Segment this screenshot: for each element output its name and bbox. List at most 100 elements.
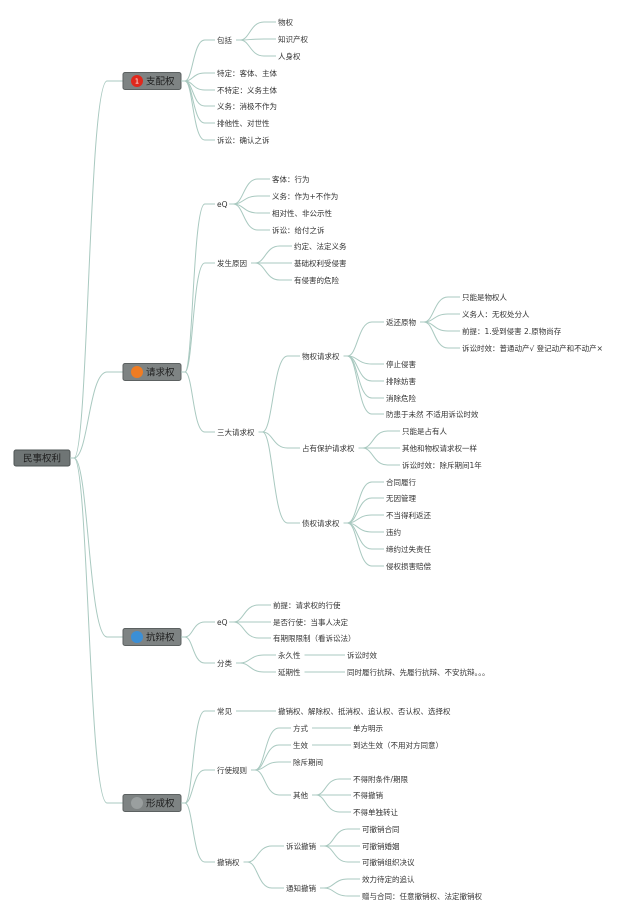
node-2-1-1[interactable]: 延期性 [278,667,301,677]
connector-branch-0 [70,80,123,459]
branch-node-3[interactable]: 形成权 [122,794,182,812]
node-3-2-0-2[interactable]: 可撤销组织决议 [362,857,415,867]
node-3-1-3-0[interactable]: 不得附条件/期限 [353,774,409,784]
node-3-1-1-0[interactable]: 到达生效（不用对方同意） [353,740,443,750]
node-3-1-3[interactable]: 其他 [293,790,308,800]
node-0-3[interactable]: 义务：消极不作为 [217,101,277,111]
node-0-2[interactable]: 不特定：义务主体 [217,85,277,95]
root-node-label: 民事权利 [23,453,61,465]
node-2-1-0-0[interactable]: 诉讼时效 [347,650,377,660]
node-2-1[interactable]: 分类 [217,658,232,668]
node-3-1-0[interactable]: 方式 [293,723,308,733]
node-1-2-0-0-1[interactable]: 义务人：无权处分人 [462,309,530,319]
node-3-1[interactable]: 行使规则 [217,765,247,775]
node-1-2-1-2[interactable]: 诉讼时效：除斥期间1年 [402,460,482,470]
node-1-0[interactable]: eQ [217,200,228,209]
node-1-2-0-0-2[interactable]: 前提：1.受到侵害 2.原物尚存 [462,326,562,336]
node-1-2-0-0[interactable]: 返还原物 [386,317,416,327]
node-1-2-0-1[interactable]: 停止侵害 [386,359,416,369]
node-0-1[interactable]: 特定：客体、主体 [217,68,277,78]
node-1-2-0-0-3[interactable]: 诉讼时效：普通动产√ 登记动产和不动产× [462,343,603,353]
connector-1-2-2-4 [343,522,384,550]
node-3-2-0-0[interactable]: 可撤销合同 [362,824,400,834]
connector-3-2-1-1 [320,887,360,897]
node-3-1-3-1[interactable]: 不得撤销 [353,790,383,800]
node-3-1-1[interactable]: 生效 [293,740,308,750]
node-1-2-2-5[interactable]: 侵权损害赔偿 [386,561,431,571]
connector-1-2-2 [258,431,300,524]
node-1-2-0-2[interactable]: 排除妨害 [386,376,416,386]
node-2-1-0[interactable]: 永久性 [278,650,301,660]
branch-node-1[interactable]: 请求权 [122,363,182,381]
node-1-1-1[interactable]: 基础权利受侵害 [294,258,347,268]
connector-1-2-2-1 [343,497,384,524]
node-1-2-2-4[interactable]: 缔约过失责任 [386,544,431,554]
node-1-2-0[interactable]: 物权请求权 [302,351,340,361]
branch-node-2[interactable]: 抗辩权 [122,628,182,646]
node-2-1-1-0[interactable]: 同时履行抗辩、先履行抗辩、不安抗辩。。。 [347,667,490,677]
connector-1-1-2 [251,262,292,281]
branch-badge-icon [131,631,143,643]
node-0-0-1[interactable]: 知识产权 [278,34,308,44]
connector-0-3 [181,80,215,107]
node-1-0-1[interactable]: 义务：作为+不作为 [272,191,338,201]
connector-3-1-3 [251,769,291,796]
connector-1-0-0 [229,178,270,205]
node-1-2-0-3[interactable]: 消除危险 [386,393,416,403]
node-3-2-1-0[interactable]: 效力待定的追认 [362,874,415,884]
connector-0-0-2 [236,39,276,57]
node-3-1-0-0[interactable]: 单方明示 [353,723,383,733]
connector-1-2-1 [258,431,300,449]
node-1-2[interactable]: 三大请求权 [217,427,255,437]
node-2-0-2[interactable]: 有期限限制（看诉讼法） [273,633,356,643]
node-1-1[interactable]: 发生原因 [217,258,247,268]
node-1-2-1[interactable]: 占有保护请求权 [302,443,355,453]
branch-node-label: 抗辩权 [146,631,175,643]
node-3-2-1[interactable]: 通知撤销 [286,883,316,893]
node-3-1-2[interactable]: 除斥期间 [293,757,323,767]
connector-3-1-3-2 [312,794,351,813]
connector-0-5 [181,80,215,141]
node-1-2-2-0[interactable]: 合同履行 [386,477,416,487]
node-0-0-0[interactable]: 物权 [278,17,293,27]
node-1-1-2[interactable]: 有侵害的危险 [294,275,339,285]
node-2-0[interactable]: eQ [217,618,228,627]
node-1-0-3[interactable]: 诉讼：给付之诉 [272,225,325,235]
node-3-1-3-2[interactable]: 不得单独转让 [353,807,398,817]
connector-2-0-2 [229,621,271,639]
node-1-0-0[interactable]: 客体：行为 [272,174,310,184]
node-1-2-2[interactable]: 债权请求权 [302,518,340,528]
node-2-0-0[interactable]: 前提：请求权的行使 [273,600,341,610]
connector-1-1-0 [251,245,292,264]
node-3-2-0-1[interactable]: 可撤销婚姻 [362,841,400,851]
node-3-2-0[interactable]: 诉讼撤销 [286,841,316,851]
root-node[interactable]: 民事权利 [13,449,71,467]
node-0-4[interactable]: 排他性、对世性 [217,118,270,128]
connector-1-2-2-3 [343,522,384,533]
node-2-0-1[interactable]: 是否行使：当事人决定 [273,617,348,627]
node-0-5[interactable]: 诉讼：确认之诉 [217,135,270,145]
node-1-2-1-1[interactable]: 其他和物权请求权一样 [402,443,477,453]
node-1-2-2-1[interactable]: 无因管理 [386,493,416,503]
node-0-0-2[interactable]: 人身权 [278,51,301,61]
node-1-0-2[interactable]: 相对性、非公示性 [272,208,332,218]
connector-1-2-1-2 [358,447,400,466]
node-1-1-0[interactable]: 约定、法定义务 [294,241,347,251]
node-3-0[interactable]: 常见 [217,707,232,716]
node-1-2-1-0[interactable]: 只能是占有人 [402,426,447,436]
connector-1-2-0-0-0 [420,296,460,323]
branch-node-label: 形成权 [146,797,175,809]
connector-1-2-0-0-2 [420,321,460,332]
node-1-2-2-3[interactable]: 违约 [386,527,401,537]
node-3-2[interactable]: 撤销权 [217,857,240,867]
connector-2-0 [181,621,215,638]
node-1-2-2-2[interactable]: 不当得利返还 [386,510,431,520]
node-3-0-0[interactable]: 撤销权、解除权、抵消权、追认权、否认权、选择权 [278,706,451,716]
node-3-2-1-1[interactable]: 赠与合同：任意撤销权、法定撤销权 [362,891,482,901]
connector-branch-3 [70,457,123,804]
connector-3-2-0 [243,845,284,863]
node-0-0[interactable]: 包括 [217,35,232,45]
node-1-2-0-0-0[interactable]: 只能是物权人 [462,292,507,302]
node-1-2-0-4[interactable]: 防患于未然 不适用诉讼时效 [386,409,479,419]
